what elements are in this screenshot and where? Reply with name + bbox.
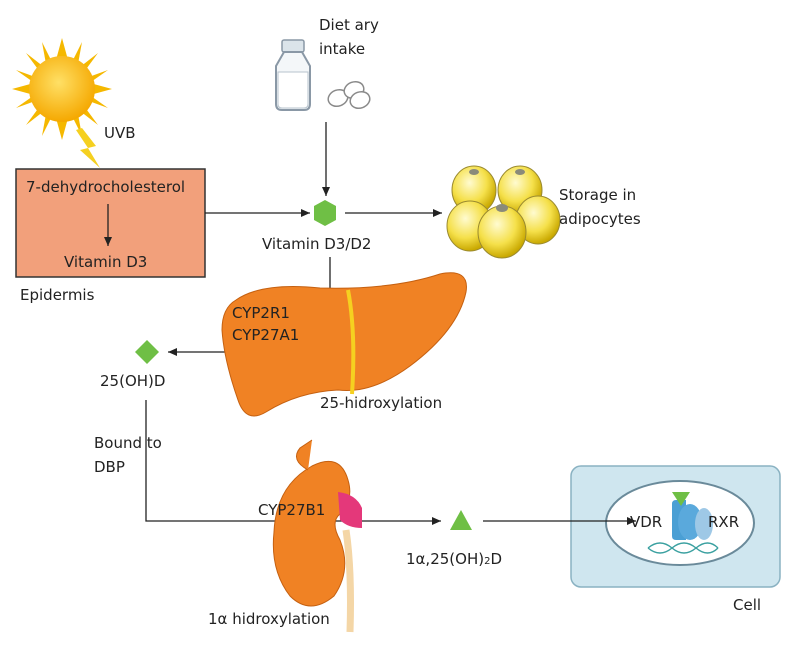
epidermis-label: Epidermis	[20, 286, 95, 304]
25ohd-label: 25(OH)D	[100, 372, 166, 390]
epidermis-box	[15, 168, 206, 278]
25ohd-diamond-marker	[135, 340, 159, 364]
storage-label-line2: adipocytes	[559, 210, 641, 228]
kidney-icon	[272, 439, 362, 633]
cyp27a1-label: CYP27A1	[232, 326, 300, 344]
eggs-icon	[327, 80, 371, 110]
sun-icon	[12, 38, 112, 140]
cyp27b1-label: CYP27B1	[258, 501, 326, 519]
dehydrocholesterol-label: 7-dehydrocholesterol	[26, 178, 186, 196]
dna-helix-icon	[647, 542, 719, 554]
dietary-intake-label-line2: intake	[319, 40, 366, 58]
milk-bottle-icon	[275, 39, 311, 111]
25-hydroxylation-label: 25-hidroxylation	[320, 394, 443, 412]
bound-to-dbp-label-line1: Bound to	[94, 434, 162, 452]
cyp2r1-label: CYP2R1	[232, 304, 290, 322]
calcitriol-triangle-marker	[450, 510, 472, 530]
liver-icon	[221, 272, 467, 417]
vdr-label: VDR	[630, 513, 663, 531]
vitamin-d3-d2-label: Vitamin D3/D2	[262, 235, 372, 253]
uvb-label: UVB	[104, 124, 136, 142]
calcitriol-label: 1α,25(OH)2D	[406, 550, 503, 568]
adipocytes-icon	[446, 165, 561, 259]
bound-to-dbp-label-line2: DBP	[94, 458, 125, 476]
dietary-intake-label-line1: Diet ary	[319, 16, 379, 34]
cell-label: Cell	[733, 596, 762, 614]
vitamin-d3-label: Vitamin D3	[64, 253, 148, 271]
vitamin-d-hexagon-marker	[314, 200, 336, 226]
vdr-rxr-icon	[672, 492, 713, 540]
storage-label-line1: Storage in	[559, 186, 637, 204]
rxr-label: RXR	[708, 513, 740, 531]
uvb-bolt-icon	[76, 128, 100, 168]
1a-hydroxylation-label: 1α hidroxylation	[208, 610, 330, 628]
